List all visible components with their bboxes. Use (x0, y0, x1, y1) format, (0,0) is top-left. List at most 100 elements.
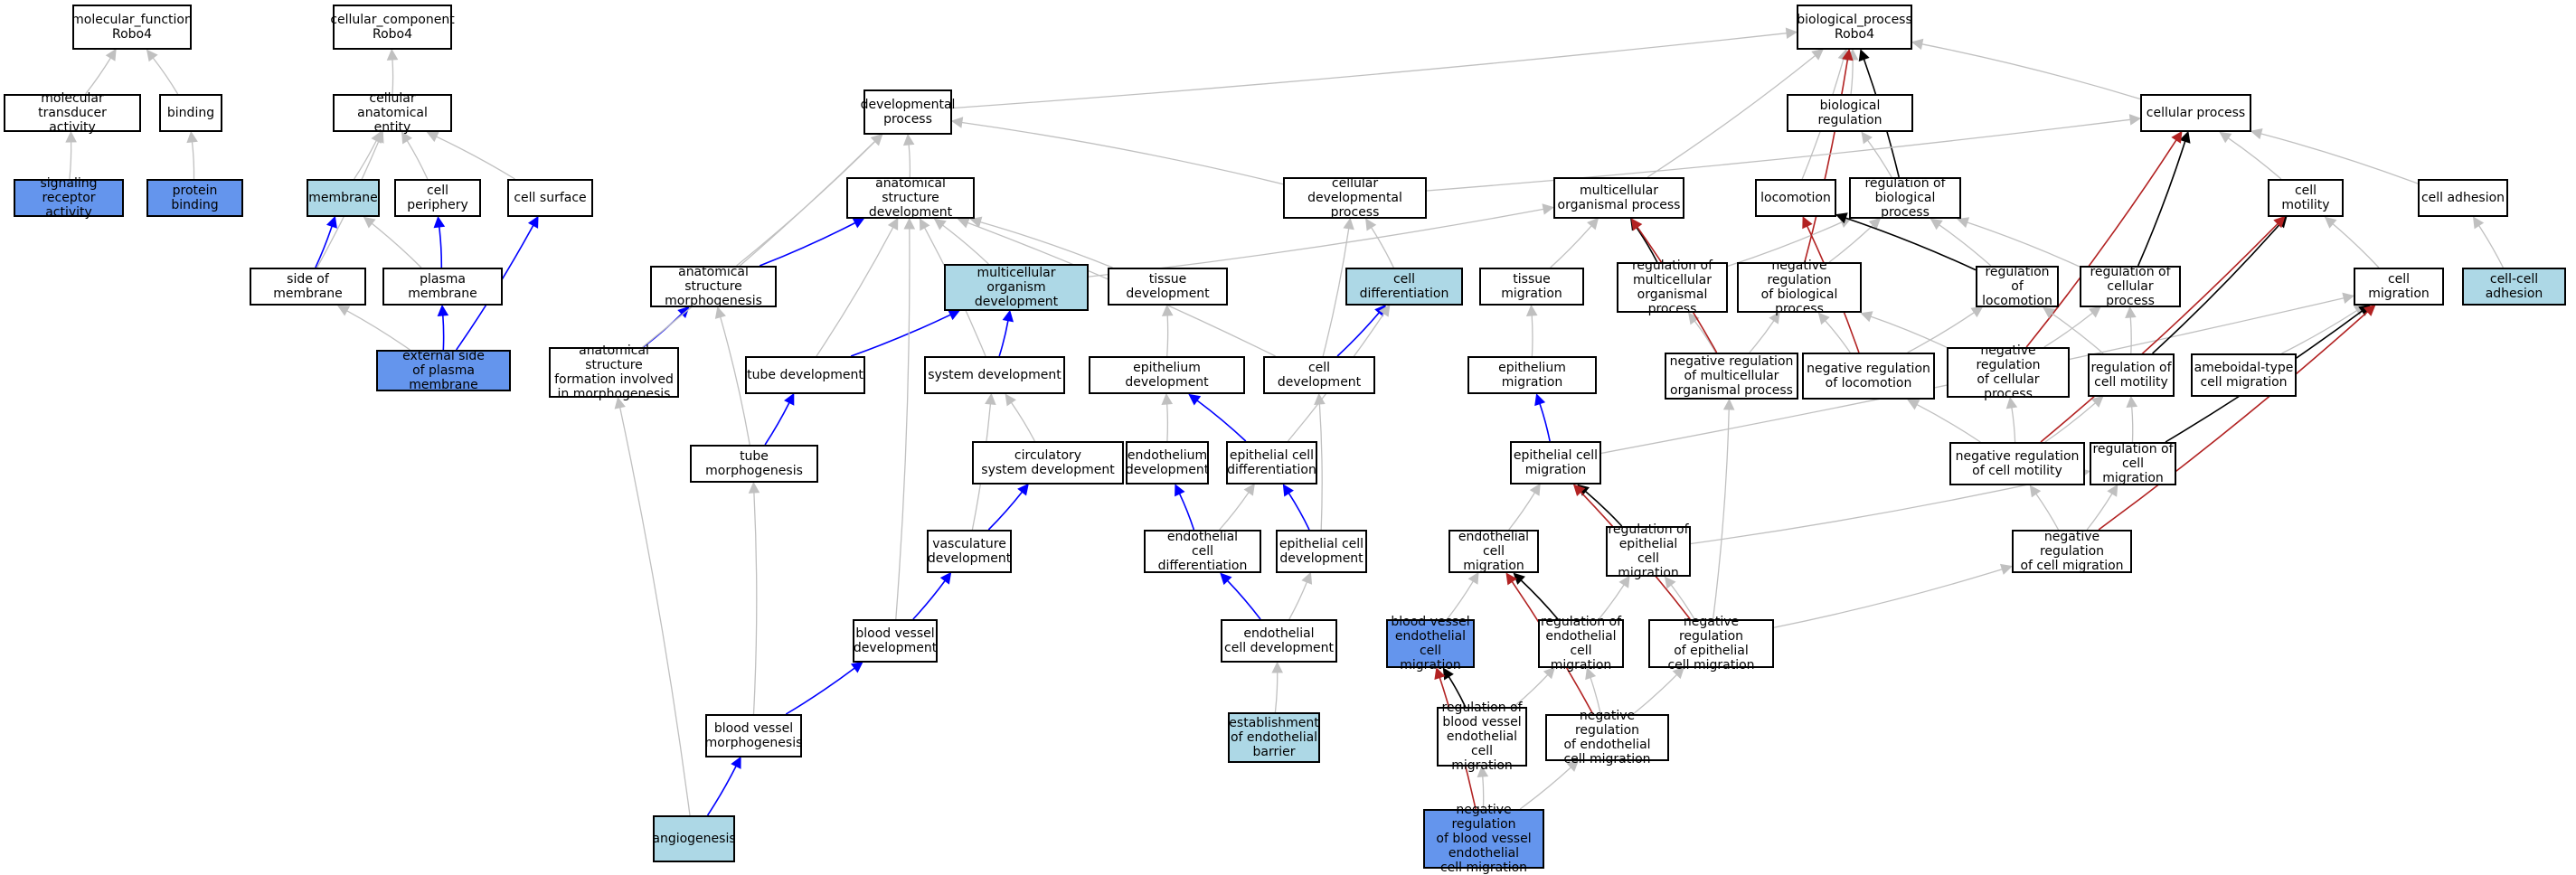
node-cell-surface[interactable]: cell surface (507, 179, 593, 217)
node-regulation-of-cellular-process[interactable]: regulation of cellular process (2080, 265, 2181, 308)
edge-arrowhead (373, 130, 384, 144)
node-blood-vessel-morphogenesis[interactable]: blood vessel morphogenesis (705, 714, 802, 757)
node-tube-development[interactable]: tube development (745, 356, 865, 394)
node-epithelial-cell-development[interactable]: epithelial cell development (1276, 530, 1367, 573)
node-circulatory-system-development[interactable]: circulatory system development (972, 441, 1124, 485)
node-blood-vessel-endothelial-cell-migration[interactable]: blood vessel endothelial cell migration (1386, 615, 1475, 673)
node-cellular-component-robo4[interactable]: cellular_component Robo4 (330, 5, 455, 50)
node-regulation-of-blood-vessel-endothelial-cell-migration[interactable]: regulation of blood vessel endothelial c… (1437, 701, 1527, 773)
node-regulation-of-biological-process[interactable]: regulation of biological process (1849, 176, 1961, 220)
node-negative-regulation-of-epithelial-cell-migration[interactable]: negative regulation of epithelial cell m… (1648, 615, 1774, 673)
node-cellular-process[interactable]: cellular process (2140, 94, 2251, 132)
edge-line (1446, 580, 1474, 620)
node-epithelial-cell-migration[interactable]: epithelial cell migration (1510, 441, 1601, 485)
node-binding[interactable]: binding (159, 94, 222, 132)
node-signaling-receptor-activity[interactable]: signaling receptor activity (14, 176, 124, 220)
edge-part-of (433, 216, 446, 268)
node-cellular-developmental-process[interactable]: cellular developmental process (1283, 176, 1427, 220)
node-external-side-of-plasma-membrane[interactable]: external side of plasma membrane (376, 349, 511, 392)
edge-line (1804, 59, 1849, 263)
node-regulation-of-endothelial-cell-migration[interactable]: regulation of endothelial cell migration (1538, 615, 1624, 673)
node-side-of-membrane[interactable]: side of membrane (250, 268, 366, 306)
node-tube-morphogenesis[interactable]: tube morphogenesis (690, 445, 818, 483)
edge-is-a (1525, 304, 1538, 357)
node-developmental-process[interactable]: developmental process (861, 89, 955, 135)
node-endothelium-development[interactable]: endothelium development (1126, 441, 1209, 485)
node-negative-regulation-of-endothelial-cell-migration[interactable]: negative regulation of endothelial cell … (1545, 709, 1669, 767)
node-cell-motility[interactable]: cell motility (2268, 179, 2344, 217)
node-ameboidal-type-cell-migration[interactable]: ameboidal-type cell migration (2191, 353, 2297, 397)
node-angiogenesis[interactable]: angiogenesis (652, 815, 736, 862)
node-membrane[interactable]: membrane (307, 179, 380, 217)
edge-line (2011, 407, 2016, 443)
node-anatomical-structure-morphogenesis[interactable]: anatomical structure morphogenesis (650, 265, 777, 308)
node-cell-adhesion[interactable]: cell adhesion (2418, 179, 2508, 217)
edge-is-a (85, 48, 117, 95)
edge-arrowhead (1664, 576, 1676, 589)
edge-line (759, 221, 856, 267)
node-multicellular-organism-development[interactable]: multicellular organism development (944, 264, 1089, 311)
node-cell-migration[interactable]: cell migration (2354, 268, 2444, 306)
node-endothelial-cell-migration[interactable]: endothelial cell migration (1448, 530, 1539, 573)
edge-is-a (186, 130, 198, 180)
node-molecular-function-robo4[interactable]: molecular_function Robo4 (71, 5, 193, 50)
edge-line (1939, 224, 1992, 267)
node-establishment-of-endothelial-barrier[interactable]: establishment of endothelial barrier (1228, 712, 1320, 763)
edge-is-a (1907, 399, 1981, 443)
node-epithelium-migration[interactable]: epithelium migration (1467, 356, 1597, 394)
node-multicellular-organismal-process[interactable]: multicellular organismal process (1553, 177, 1684, 219)
node-anatomical-structure-development[interactable]: anatomical structure development (846, 176, 975, 220)
edge-line (1828, 224, 1873, 263)
node-plasma-membrane[interactable]: plasma membrane (382, 268, 503, 306)
edge-arrowhead (326, 215, 337, 229)
node-endothelial-cell-differentiation[interactable]: endothelial cell differentiation (1144, 530, 1261, 573)
edge-arrowhead (933, 218, 947, 231)
node-regulation-of-multicellular-organismal-process[interactable]: regulation of multicellular organismal p… (1617, 259, 1728, 316)
edge-line (1178, 493, 1195, 531)
node-regulation-of-cell-migration[interactable]: regulation of cell migration (2090, 442, 2176, 485)
edge-is-a (748, 481, 760, 715)
node-cell-differentiation[interactable]: cell differentiation (1345, 268, 1463, 306)
node-blood-vessel-development[interactable]: blood vessel development (853, 619, 938, 663)
node-negative-regulation-of-cellular-process[interactable]: negative regulation of cellular process (1947, 343, 2070, 401)
edge-arrowhead (870, 133, 883, 146)
node-system-development[interactable]: system development (924, 356, 1065, 394)
node-anatomical-structure-formation-in-morphogenesis[interactable]: anatomical structure formation involved … (549, 343, 679, 401)
edge-arrowhead (614, 397, 626, 409)
edge-arrowhead (2128, 114, 2142, 126)
node-cell-development[interactable]: cell development (1263, 356, 1375, 394)
node-locomotion[interactable]: locomotion (1755, 179, 1836, 217)
edge-line (346, 310, 410, 351)
node-negative-regulation-of-multicellular-organismal-process[interactable]: negative regulation of multicellular org… (1665, 353, 1798, 400)
node-negative-regulation-of-cell-migration[interactable]: negative regulation of cell migration (2012, 530, 2132, 573)
node-tissue-development[interactable]: tissue development (1108, 268, 1228, 306)
node-negative-regulation-of-locomotion[interactable]: negative regulation of locomotion (1802, 353, 1935, 400)
edge-negatively-regulates (2025, 130, 2183, 348)
node-molecular-transducer-activity[interactable]: molecular transducer activity (4, 91, 141, 135)
node-regulation-of-locomotion[interactable]: regulation of locomotion (1976, 265, 2059, 308)
node-biological-regulation[interactable]: biological regulation (1787, 94, 1913, 132)
node-regulation-of-cell-motility[interactable]: regulation of cell motility (2088, 353, 2175, 397)
edge-line (1670, 584, 1695, 620)
edge-arrowhead (1868, 217, 1882, 231)
node-vasculature-development[interactable]: vasculature development (927, 530, 1012, 573)
edge-line (1825, 320, 1851, 353)
edge-line (1288, 581, 1308, 620)
edge-line (1322, 228, 1350, 357)
node-negative-regulation-of-cell-motility[interactable]: negative regulation of cell motility (1949, 442, 2085, 485)
node-tissue-migration[interactable]: tissue migration (1479, 268, 1584, 306)
node-cell-periphery[interactable]: cell periphery (394, 179, 481, 217)
node-negative-regulation-of-biological-process[interactable]: negative regulation of biological proces… (1737, 259, 1862, 316)
edge-is-a (1664, 576, 1695, 620)
node-epithelium-development[interactable]: epithelium development (1089, 356, 1245, 394)
edge-line (406, 140, 429, 180)
node-protein-binding[interactable]: protein binding (146, 179, 243, 217)
node-biological-process-robo4[interactable]: biological_process Robo4 (1797, 5, 1912, 50)
node-cell-cell-adhesion[interactable]: cell-cell adhesion (2462, 268, 2566, 306)
node-epithelial-cell-differentiation[interactable]: epithelial cell differentiation (1226, 441, 1317, 485)
node-negative-regulation-of-blood-vessel-endothelial-cell-migration[interactable]: negative regulation of blood vessel endo… (1423, 803, 1544, 875)
node-cellular-anatomical-entity[interactable]: cellular anatomical entity (333, 91, 452, 135)
edge-is-a (1508, 483, 1541, 531)
node-regulation-of-epithelial-cell-migration[interactable]: regulation of epithelial cell migration (1606, 522, 1691, 580)
node-endothelial-cell-development[interactable]: endothelial cell development (1221, 619, 1337, 663)
